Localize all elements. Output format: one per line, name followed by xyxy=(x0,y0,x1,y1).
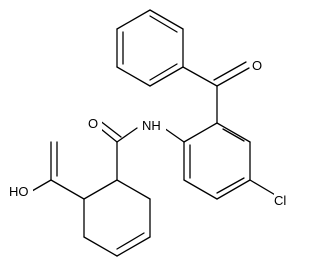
chlorine-label: Cl xyxy=(274,193,286,208)
nitrogen-label: NH xyxy=(142,118,161,133)
phenyl-ring xyxy=(116,9,184,87)
label-background xyxy=(251,58,265,73)
label-background xyxy=(274,193,294,208)
hydroxyl-label: HO xyxy=(9,184,29,199)
molecule-structure-diagram: O NH O HO Cl xyxy=(9,9,294,257)
chlorophenyl-ring xyxy=(183,122,278,200)
cyclohexene-ring xyxy=(83,141,151,257)
carbonyl-oxygen-label: O xyxy=(252,58,262,73)
label-background xyxy=(88,116,102,131)
carboxylic-acid xyxy=(31,141,85,200)
benzoyl-carbonyl xyxy=(182,61,250,124)
label-background xyxy=(9,184,33,199)
amide-oxygen-label: O xyxy=(88,116,98,131)
label-background xyxy=(142,118,166,133)
amide-linkage xyxy=(95,119,185,143)
